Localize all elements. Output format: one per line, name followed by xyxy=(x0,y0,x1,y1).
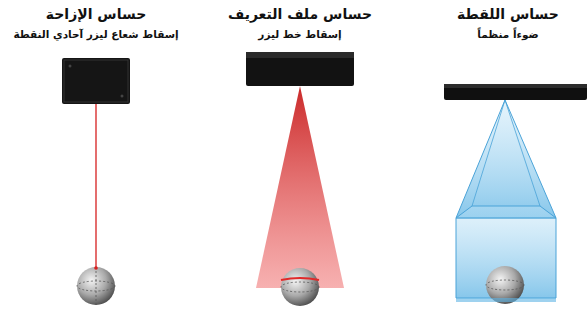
profile-sensor xyxy=(246,52,354,306)
sensor-title: حساس ملف التعريف xyxy=(228,6,372,22)
snapshot-sensor xyxy=(444,84,587,304)
sensor-title: حساس الإزاحة xyxy=(46,6,146,22)
sensor-subtitle: إسقاط خط ليزر xyxy=(258,28,341,40)
sensor-subtitle: ضوءاً منظماً xyxy=(477,28,538,40)
sensor-title: حساس اللقطة xyxy=(457,6,559,22)
displacement-sensor xyxy=(62,58,130,305)
sensor-subtitle: إسقاط شعاع ليزر آحادي النقطة xyxy=(13,28,178,40)
